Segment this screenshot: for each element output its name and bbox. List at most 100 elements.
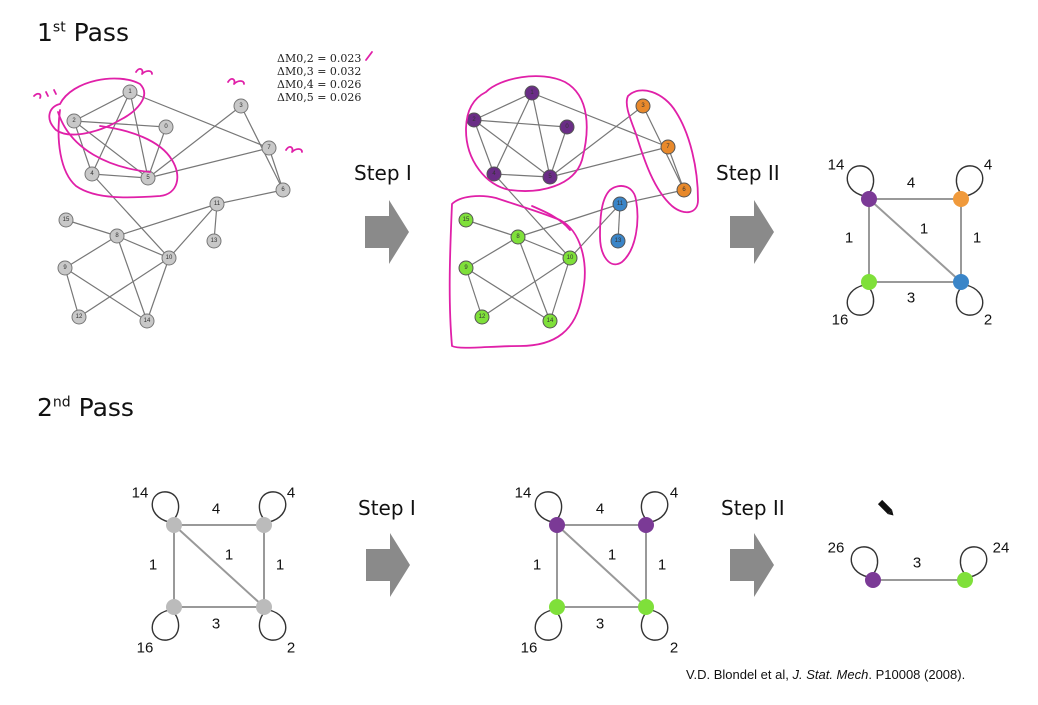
node-label: 13 [211,238,218,244]
graph-node-green [474,309,490,325]
node-label: 9 [63,265,67,271]
node-label: 14 [144,318,151,324]
step2-label-pass2: Step II [721,496,785,520]
node-label: 11 [617,201,624,207]
graph-node-green [458,212,474,228]
step1-label-pass2: Step I [358,496,416,520]
graph-node-green [510,229,526,245]
community-graph-labels: 0 1 2 3 4 5 6 7 8 9 10 11 12 13 14 15 [463,90,687,324]
loop-weight: 16 [137,640,154,657]
original-graph-edges [64,91,284,322]
node-label: 8 [115,233,119,239]
delta-m-item: ΔM0,3 = 0.032 [277,65,362,78]
node-label: 7 [267,145,271,151]
graph-node-orange [635,98,651,114]
node-label: 10 [567,255,574,261]
second-pass-number: 2 [37,393,53,422]
step2-label-pass1: Step II [716,161,780,185]
edge-weight: 1 [533,557,541,574]
community-outlines [448,75,699,349]
graph-node [233,98,249,114]
loop-weight: 4 [670,485,678,502]
edge-weight: 3 [212,616,220,633]
edge-weight-left: 1 [845,230,853,247]
super-node-purple [638,517,654,533]
edge-weight: 1 [225,547,233,564]
self-loop [955,284,984,316]
edge-weight: 3 [596,616,604,633]
graph-node [66,113,82,129]
first-pass-suffix: st [52,19,66,36]
edge-weight-right: 1 [973,230,981,247]
graph-node [122,84,138,100]
graph-node [139,313,155,329]
step2-arrow-pass2 [730,533,774,597]
delta-m-item: ΔM0,4 = 0.026 [277,78,362,91]
graph-node [158,119,174,135]
node-label: 2 [472,117,476,123]
original-graph-labels: 0 1 2 3 4 5 6 7 8 9 10 11 12 13 14 15 [63,89,286,324]
graph-node-purple [524,85,540,101]
step1-arrow-pass1 [365,200,409,264]
super-node-green [638,599,654,615]
node-label: 3 [239,103,243,109]
first-pass-number: 1 [37,18,53,47]
final-node-purple [865,572,881,588]
original-graph-nodes [57,84,291,329]
node-label: 6 [682,187,686,193]
edge-weight: 4 [596,501,604,518]
node-label: 4 [492,171,496,177]
graph-node-orange [660,139,676,155]
node-label: 1 [128,89,132,95]
node-label: 5 [146,175,150,181]
super-node-green [861,274,877,290]
loop-weight: 14 [132,485,149,502]
loop-weight: 2 [287,640,295,657]
pen-cursor-icon [877,499,894,516]
super-node-gray [256,517,272,533]
graph-node [261,140,277,156]
node-label: 13 [615,238,622,244]
citation-journal: J. Stat. Mech [792,667,869,682]
node-label: 0 [164,124,168,130]
graph-node [58,212,74,228]
super-graph-loops [846,165,984,316]
graph-node-blue [610,233,626,249]
graph-node [206,233,222,249]
second-pass-suffix: nd [52,394,71,411]
node-label: 8 [516,234,520,240]
super-node-purple [549,517,565,533]
graph-node-green [542,313,558,329]
final-loop-weight-purple: 26 [828,540,845,557]
node-label: 12 [76,314,83,320]
edge-weight-top: 4 [907,175,915,192]
graph-node [71,309,87,325]
graph-node [84,166,100,182]
edge-weight-diag: 1 [920,221,928,238]
citation-authors: V.D. Blondel et al, [686,667,793,682]
super-node-blue [953,274,969,290]
handwritten-annotations [33,51,373,199]
loop-weight: 16 [521,640,538,657]
step2-arrow-pass1 [730,200,774,264]
node-label: 3 [641,103,645,109]
graph-node-orange [676,182,692,198]
self-loop [959,546,988,578]
node-label: 4 [90,171,94,177]
node-label: 1 [530,90,534,96]
loop-weight-orange: 4 [984,157,992,174]
final-loop-weight-green: 24 [993,540,1010,557]
edge-weight: 1 [276,557,284,574]
super-node-gray [256,599,272,615]
loop-weight: 4 [287,485,295,502]
first-pass-title: 1st Pass [37,18,129,47]
node-label: 12 [479,314,486,320]
node-label: 5 [548,174,552,180]
final-node-green [957,572,973,588]
graph-node-blue [612,196,628,212]
